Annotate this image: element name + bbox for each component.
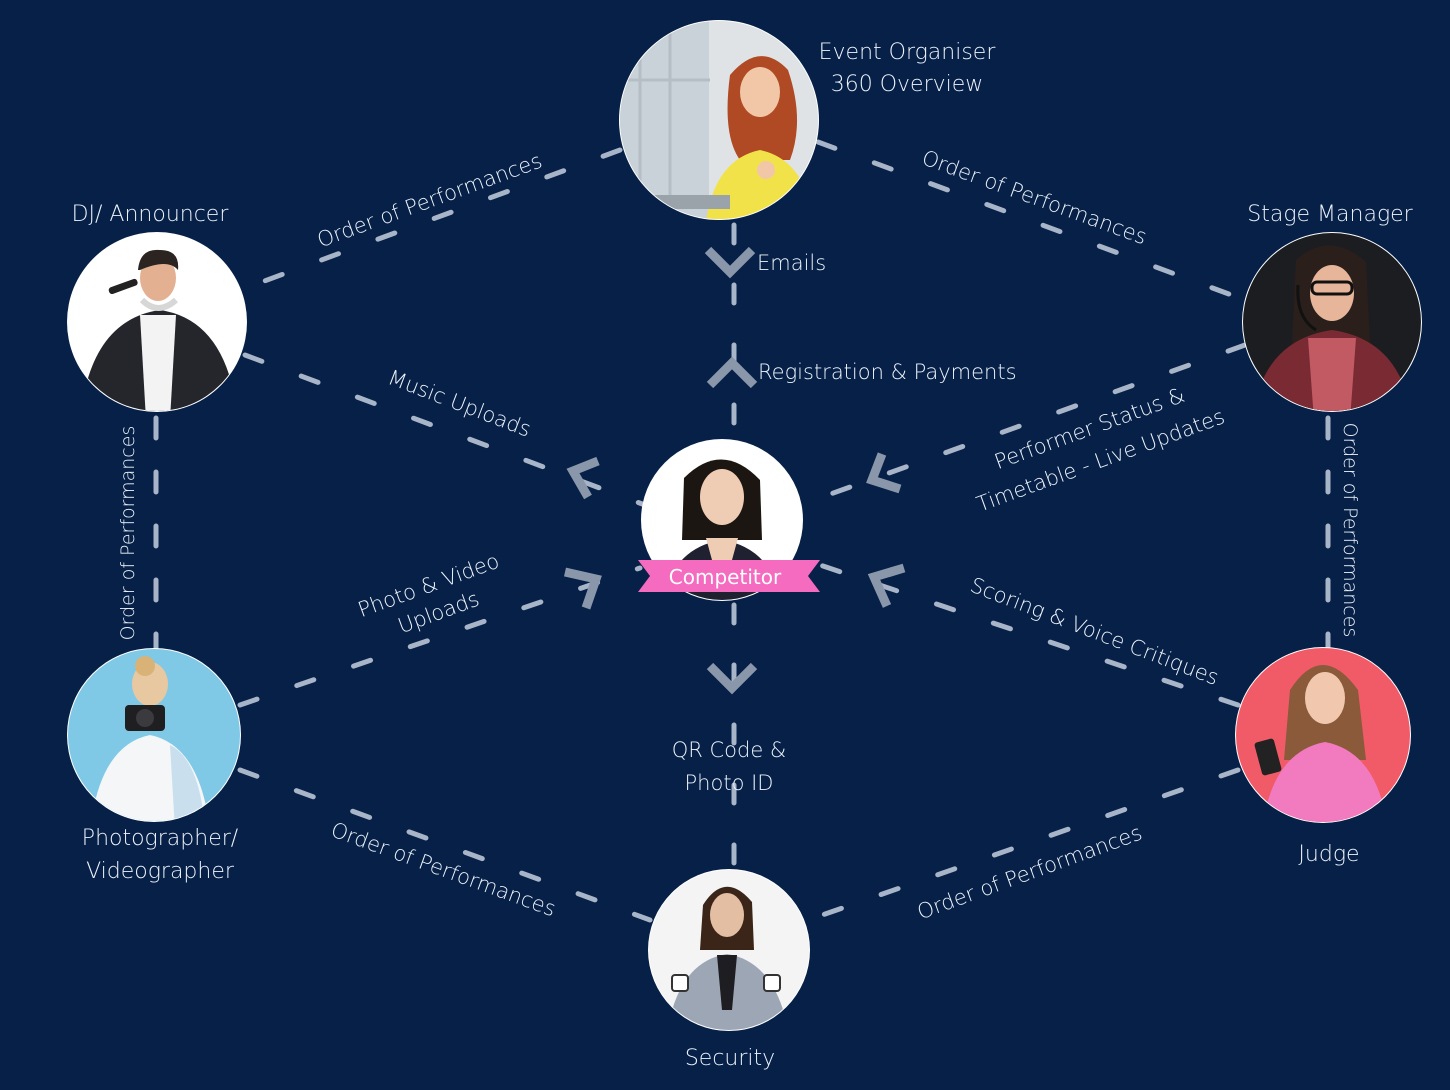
event-organiser-label: Event Organiser — [819, 40, 997, 65]
competitor-label: Competitor — [669, 565, 782, 589]
avatar-dj-announcer — [67, 232, 247, 412]
flow-qr-label: QR Code & — [672, 738, 787, 762]
photographer-label: Photographer/ — [82, 826, 239, 851]
judge-label: Judge — [1298, 842, 1359, 867]
connector-organiser-dj — [237, 147, 623, 293]
connector-dj-competitor — [242, 352, 648, 508]
arrow-photo-video-icon — [564, 567, 602, 610]
stage-manager-label: Stage Manager — [1247, 202, 1413, 227]
connector-judge-security — [805, 767, 1241, 923]
arrow-scoring-icon — [867, 563, 906, 608]
avatar-security — [648, 869, 810, 1031]
flow-organiser-stage-label: Order of Performances — [919, 146, 1150, 250]
flow-emails-label: Emails — [757, 251, 826, 275]
flow-organiser-dj-label: Order of Performances — [314, 149, 545, 253]
event-organiser-sublabel: 360 Overview — [831, 72, 984, 97]
competitor-badge: Competitor — [638, 560, 820, 592]
flow-registration-label: Registration & Payments — [758, 360, 1017, 384]
arrow-music-uploads-icon — [566, 456, 600, 500]
connector-judge-competitor — [802, 557, 1241, 708]
flow-photo-id-label: Photo ID — [685, 771, 774, 795]
arrow-down-emails-icon — [704, 246, 756, 279]
avatar-judge — [1235, 647, 1411, 823]
flow-scoring-label: Scoring & Voice Critiques — [967, 573, 1222, 690]
flow-music-uploads-label: Music Uploads — [385, 365, 535, 442]
security-label: Security — [685, 1046, 775, 1071]
connector-stage-manager-competitor — [797, 342, 1248, 508]
connector-photographer-competitor — [237, 565, 643, 708]
flow-arrows — [564, 246, 906, 695]
avatar-stage-manager — [1242, 232, 1422, 412]
arrow-performer-status-icon — [866, 452, 902, 494]
videographer-label: Videographer — [86, 859, 235, 884]
arrow-down-qr-icon — [706, 662, 758, 695]
flow-stage-judge-label: Order of Performances — [1339, 423, 1361, 638]
arrow-up-registration-icon — [706, 356, 758, 389]
avatar-photographer — [67, 648, 241, 822]
flow-photographer-security-label: Order of Performances — [328, 818, 559, 922]
connectors — [153, 139, 1331, 923]
connector-organiser-stage-manager — [815, 139, 1248, 303]
avatar-event-organiser — [619, 20, 819, 220]
dj-announcer-label: DJ/ Announcer — [72, 202, 230, 227]
flow-dj-photographer-label: Order of Performances — [117, 426, 139, 641]
connector-photographer-security — [237, 767, 653, 923]
